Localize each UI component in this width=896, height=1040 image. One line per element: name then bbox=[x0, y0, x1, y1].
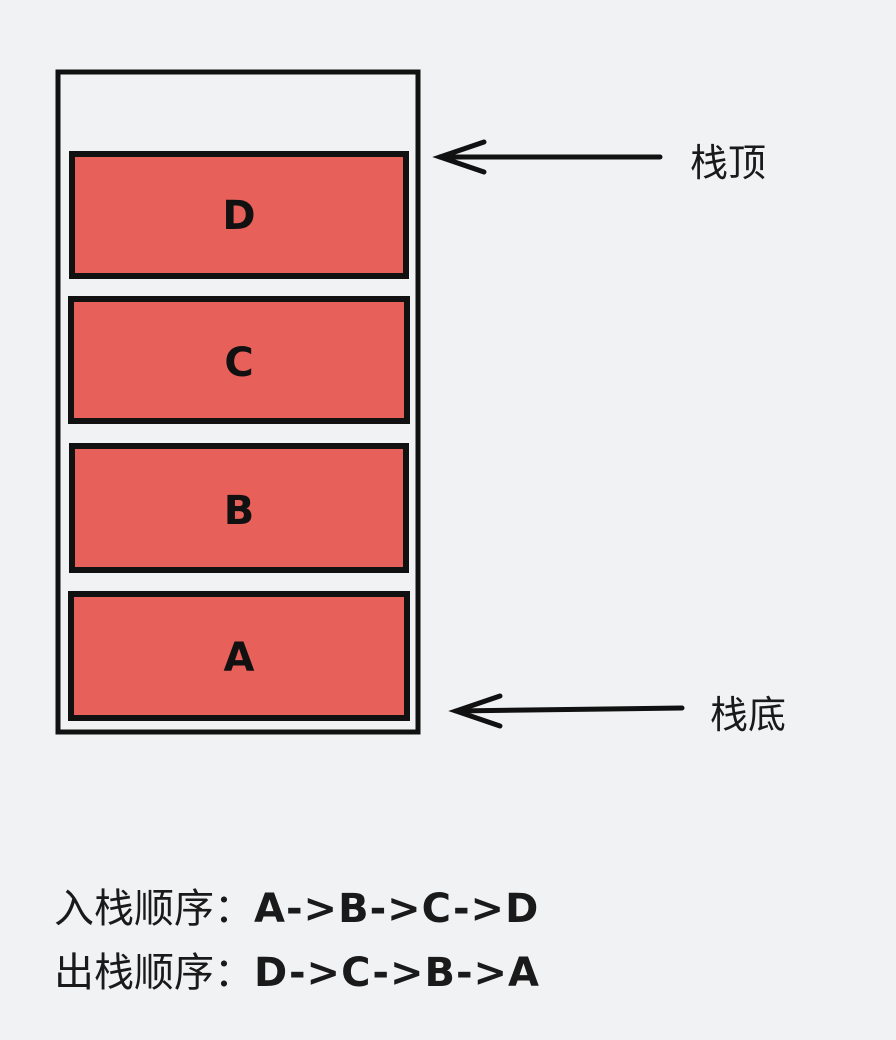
stack-top-label: 栈顶 bbox=[690, 141, 767, 185]
stack-block-a: A bbox=[68, 591, 410, 721]
push-order: 入栈顺序：A->B->C->D bbox=[54, 876, 539, 934]
pop-order: 出栈顺序：D->C->B->A bbox=[54, 940, 540, 998]
stack-block-d-box bbox=[69, 151, 409, 279]
stack-block-b: B bbox=[69, 443, 409, 573]
stack-block-c: C bbox=[68, 296, 410, 424]
stack-top-arrow-icon bbox=[432, 139, 663, 175]
stack-block-c-box bbox=[68, 296, 410, 424]
stack-block-b-label: B bbox=[224, 488, 255, 534]
push-order-sequence: A->B->C->D bbox=[254, 886, 540, 932]
stack-bottom-label: 栈底 bbox=[710, 693, 787, 737]
pop-order-sequence: D->C->B->A bbox=[254, 950, 541, 996]
stack-block-a-box bbox=[68, 591, 410, 721]
stack-block-c-label: C bbox=[224, 340, 253, 386]
stack-block-d: D bbox=[69, 151, 409, 279]
stack-block-b-box bbox=[69, 443, 409, 573]
pop-order-label: 出栈顺序： bbox=[54, 950, 254, 996]
stack-block-a-label: A bbox=[224, 635, 255, 681]
stack-bottom-arrow-icon bbox=[448, 693, 685, 729]
stack-container bbox=[55, 69, 421, 735]
stack-block-d-label: D bbox=[222, 193, 255, 239]
push-order-label: 入栈顺序： bbox=[54, 886, 254, 932]
